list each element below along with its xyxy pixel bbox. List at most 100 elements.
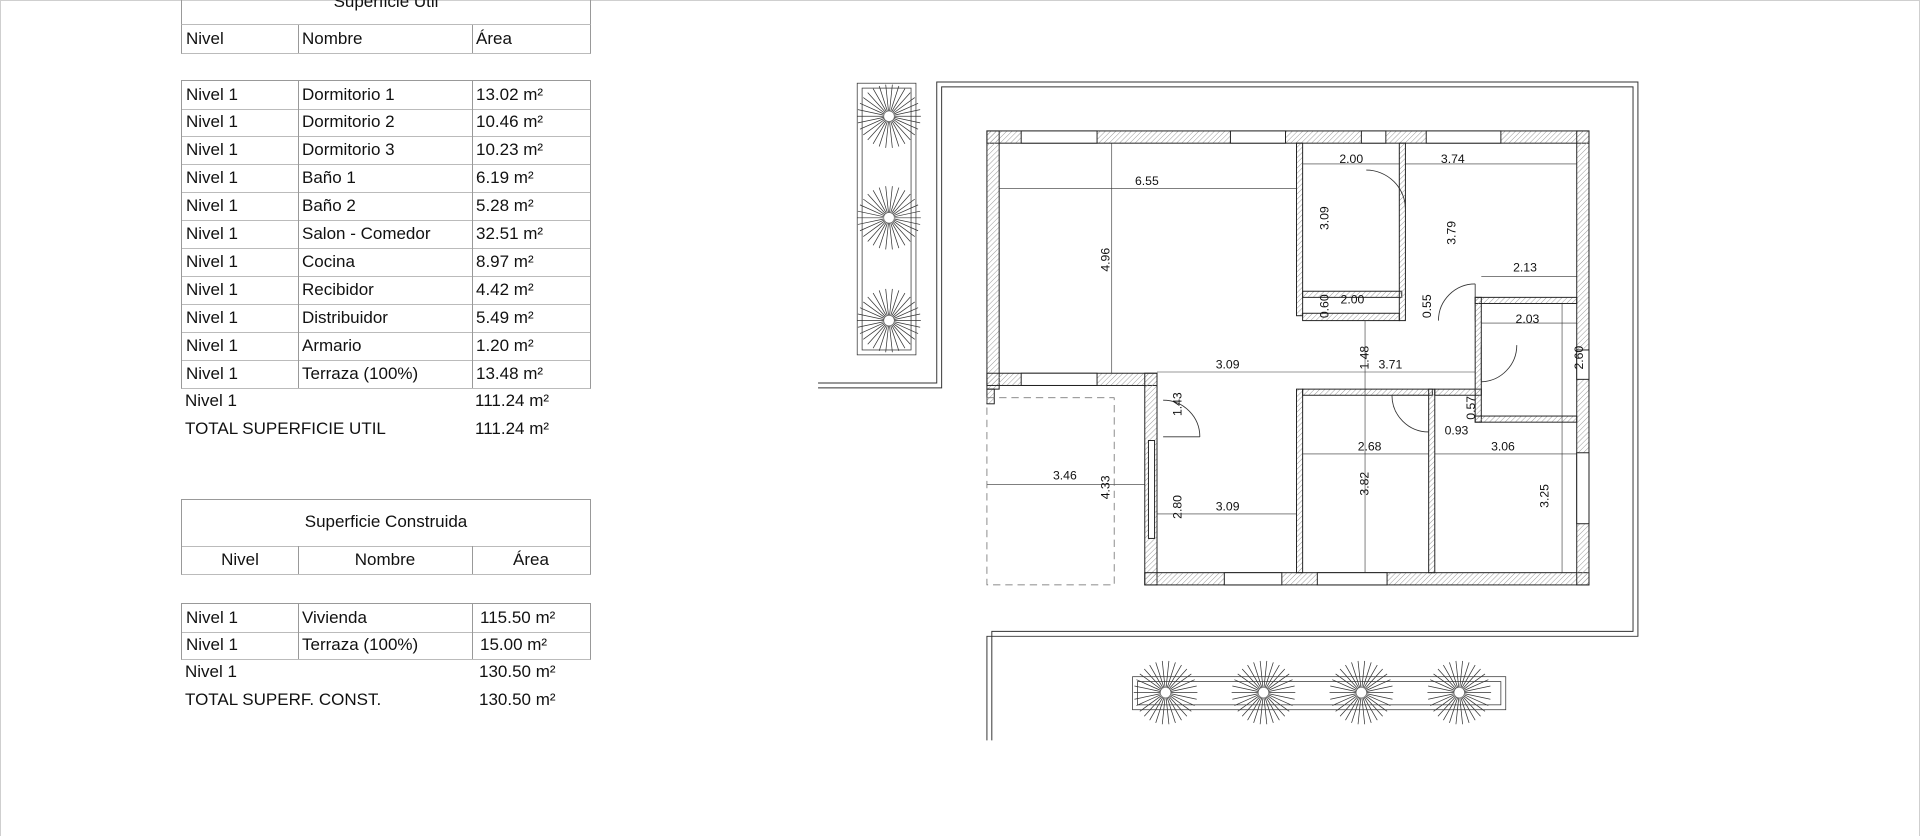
total-label: TOTAL SUPERF. CONST. bbox=[185, 690, 382, 709]
table-header-row: Nivel Nombre Área bbox=[181, 24, 591, 54]
dimension-label: 3.25 bbox=[1538, 484, 1552, 508]
dimension-label: 3.06 bbox=[1491, 439, 1515, 453]
plant-icon bbox=[1231, 660, 1296, 725]
dimension-label: 3.09 bbox=[1216, 499, 1240, 513]
total-row: TOTAL SUPERFICIE UTIL 111.24 m² bbox=[181, 415, 589, 443]
dimension-label: 2.68 bbox=[1358, 439, 1382, 453]
header-area: Área bbox=[513, 550, 549, 569]
cell-nombre: Cocina bbox=[302, 252, 355, 271]
cell-nivel: Nivel 1 bbox=[186, 252, 238, 271]
subtotal-level: Nivel 1 bbox=[185, 662, 237, 681]
dimension-label: 4.96 bbox=[1098, 248, 1112, 272]
cell-nivel: Nivel 1 bbox=[186, 308, 238, 327]
header-nombre: Nombre bbox=[354, 550, 416, 569]
dimension-label: 4.33 bbox=[1098, 475, 1112, 499]
cell-nombre: Baño 1 bbox=[302, 168, 356, 187]
dimension-label: 3.09 bbox=[1317, 206, 1331, 230]
cell-nivel: Nivel 1 bbox=[186, 196, 238, 215]
cell-nombre: Dormitorio 3 bbox=[302, 140, 395, 159]
dimension-label: 0.57 bbox=[1464, 396, 1478, 420]
terrace-boundary bbox=[818, 81, 1639, 741]
plant-icon bbox=[857, 84, 921, 148]
dimension-label: 0.55 bbox=[1420, 294, 1434, 318]
dimension-lines bbox=[986, 143, 1577, 573]
cell-area: 15.00 m² bbox=[480, 635, 548, 654]
cell-nombre: Salon - Comedor bbox=[302, 224, 431, 243]
cell-nivel: Nivel 1 bbox=[186, 280, 238, 299]
dimension-label: 0.60 bbox=[1317, 294, 1331, 318]
table-row: Nivel 1 Distribuidor 5.49 m² bbox=[181, 304, 591, 333]
dimension-label: 3.46 bbox=[1053, 469, 1077, 483]
dimension-label: 2.00 bbox=[1339, 152, 1363, 166]
cell-nivel: Nivel 1 bbox=[186, 85, 238, 104]
table-row: Nivel 1 Vivienda 115.50 m² bbox=[181, 603, 591, 633]
subtotal-area: 111.24 m² bbox=[475, 391, 550, 410]
table-row: Nivel 1 Armario 1.20 m² bbox=[181, 332, 591, 361]
cell-nivel: Nivel 1 bbox=[186, 336, 238, 355]
cell-nivel: Nivel 1 bbox=[186, 635, 238, 654]
cell-area: 5.28 m² bbox=[476, 196, 534, 215]
cell-nivel: Nivel 1 bbox=[186, 364, 238, 383]
plant-icon bbox=[1427, 660, 1492, 725]
planters bbox=[856, 82, 1507, 725]
header-nombre: Nombre bbox=[302, 29, 363, 48]
dimension-label: 6.55 bbox=[1135, 174, 1159, 188]
dimension-label: 0.93 bbox=[1445, 423, 1469, 437]
total-area: 111.24 m² bbox=[475, 419, 550, 438]
plant-icon bbox=[857, 186, 921, 250]
cell-area: 115.50 m² bbox=[480, 608, 556, 627]
header-area: Área bbox=[476, 29, 512, 48]
table-row: Nivel 1 Baño 2 5.28 m² bbox=[181, 192, 591, 221]
header-nivel: Nivel bbox=[186, 29, 224, 48]
table-header-row: Nivel Nombre Área bbox=[181, 546, 591, 575]
plant-icon bbox=[1133, 660, 1198, 725]
cell-nombre: Distribuidor bbox=[302, 308, 388, 327]
cell-area: 13.48 m² bbox=[476, 364, 544, 383]
subtotal-row: Nivel 1 111.24 m² bbox=[181, 387, 589, 415]
cell-nombre: Dormitorio 1 bbox=[302, 85, 395, 104]
cell-nombre: Baño 2 bbox=[302, 196, 356, 215]
table-title-row: Superficie Construida bbox=[181, 499, 591, 547]
plant-icon bbox=[857, 288, 921, 353]
subtotal-level: Nivel 1 bbox=[185, 391, 237, 410]
dimension-label: 3.82 bbox=[1358, 472, 1372, 496]
cell-nivel: Nivel 1 bbox=[186, 224, 238, 243]
cell-nivel: Nivel 1 bbox=[186, 112, 238, 131]
dimension-label: 2.00 bbox=[1341, 292, 1365, 306]
dimension-label: 3.09 bbox=[1216, 357, 1240, 371]
cell-area: 4.42 m² bbox=[476, 280, 534, 299]
cell-area: 6.19 m² bbox=[476, 168, 534, 187]
subtotal-row: Nivel 1 130.50 m² bbox=[181, 658, 589, 686]
dimension-label: 3.71 bbox=[1379, 357, 1403, 371]
dimension-label: 3.74 bbox=[1441, 152, 1465, 166]
dimension-label: 2.60 bbox=[1572, 346, 1586, 370]
table-row: Nivel 1 Salon - Comedor 32.51 m² bbox=[181, 220, 591, 249]
table-title: Superficie Construida bbox=[304, 512, 468, 531]
dimension-label: 1.43 bbox=[1170, 392, 1184, 416]
walls bbox=[986, 130, 1590, 586]
plant-icon bbox=[1329, 660, 1394, 725]
doors bbox=[1163, 169, 1518, 438]
dimension-label: 1.48 bbox=[1358, 346, 1372, 370]
windows bbox=[1020, 130, 1590, 586]
cell-area: 32.51 m² bbox=[476, 224, 544, 243]
superficie-util-table: Superficie Util Nivel Nombre Área Nivel … bbox=[181, 0, 591, 443]
dimension-labels: 6.55 4.96 2.00 3.74 3.09 3.79 2.13 0.60 … bbox=[1053, 152, 1586, 519]
cell-nombre: Armario bbox=[302, 336, 362, 355]
cell-nivel: Nivel 1 bbox=[186, 168, 238, 187]
cell-area: 5.49 m² bbox=[476, 308, 534, 327]
cell-nivel: Nivel 1 bbox=[186, 608, 238, 627]
terrace-area-outline bbox=[986, 397, 1115, 586]
total-area: 130.50 m² bbox=[479, 690, 556, 709]
cell-nombre: Vivienda bbox=[302, 608, 367, 627]
cell-area: 1.20 m² bbox=[476, 336, 534, 355]
superficie-construida-table: Superficie Construida Nivel Nombre Área … bbox=[181, 499, 591, 719]
subtotal-area: 130.50 m² bbox=[479, 662, 556, 681]
